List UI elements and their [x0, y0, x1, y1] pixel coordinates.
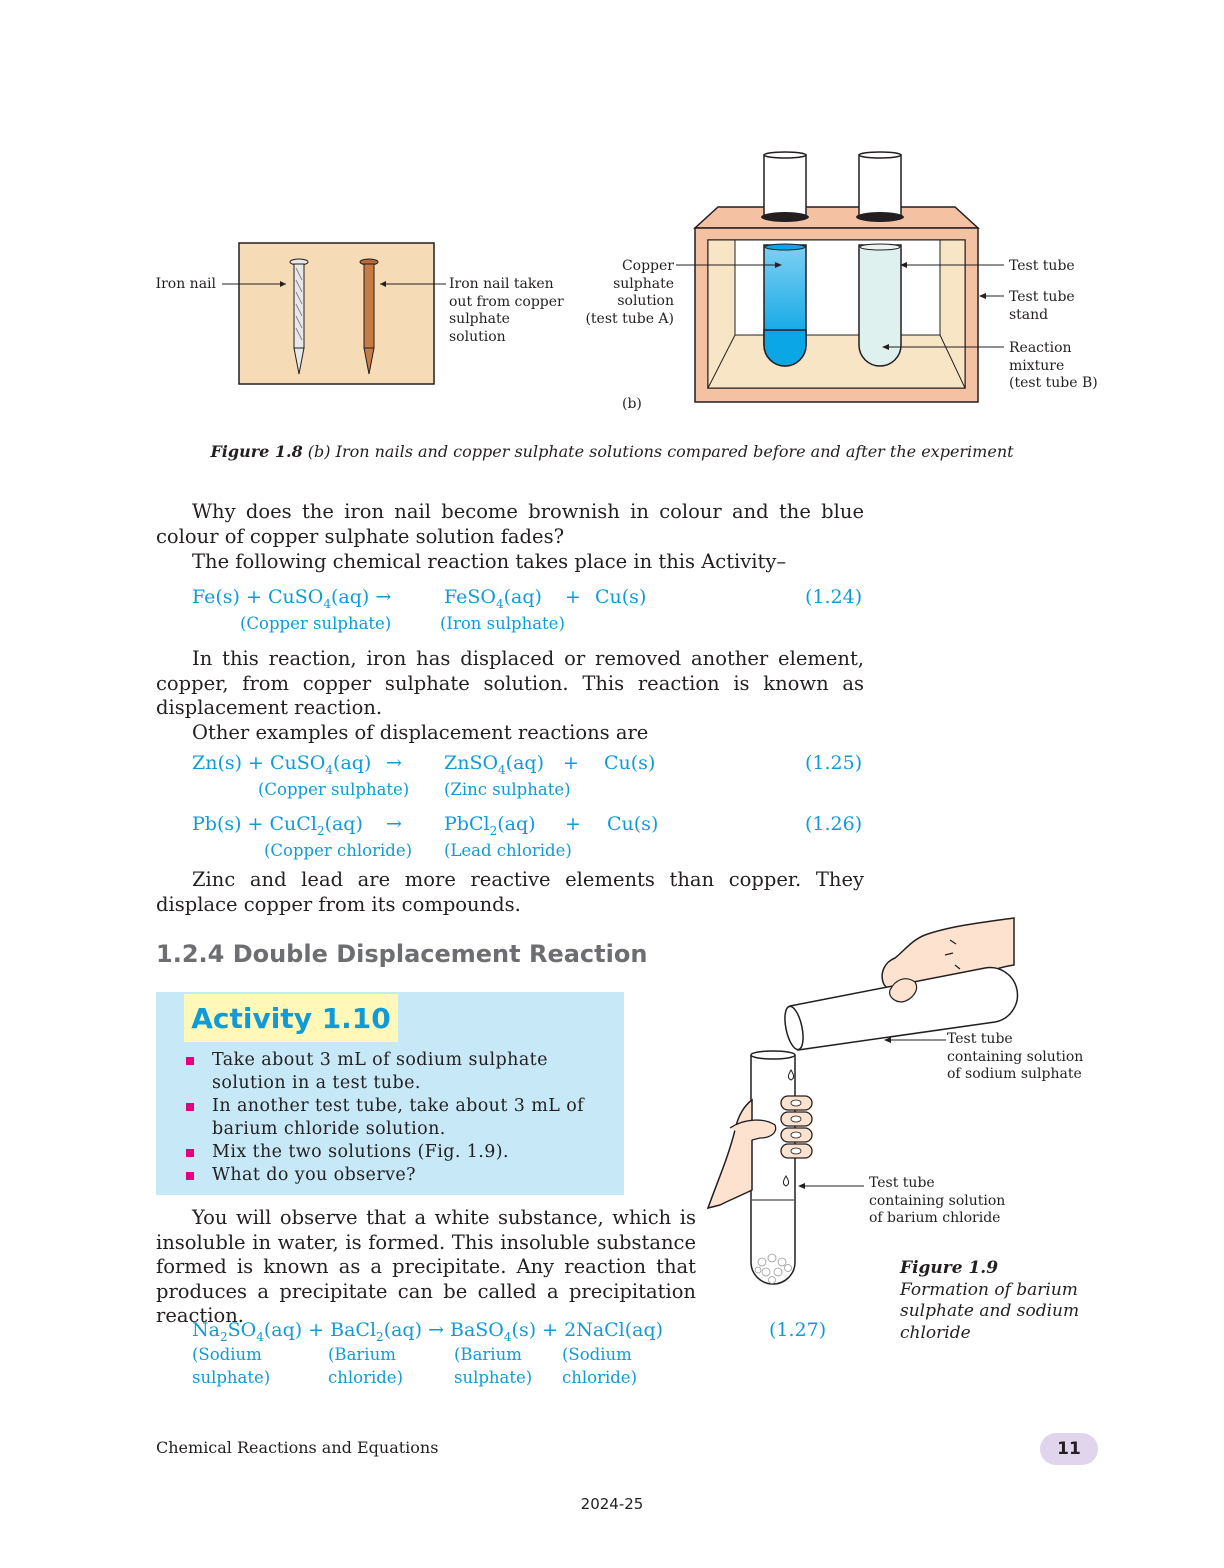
- equation-1-26-product-1: PbCl2(aq): [444, 813, 536, 838]
- figure-1-9-caption: Figure 1.9 Formation of barium sulphate …: [900, 1258, 1080, 1343]
- section-heading: 1.2.4 Double Displacement Reaction: [156, 940, 648, 968]
- equation-1-24-name-iron-sulphate: (Iron sulphate): [440, 614, 565, 633]
- nails-panel: [238, 242, 435, 385]
- label-copper-sulphate-solution: Copper sulphate solution (test tube A): [585, 258, 674, 327]
- activity-step-1: Take about 3 mL of sodium sulphate solut…: [212, 1050, 548, 1093]
- equation-1-25-product-1: ZnSO4(aq): [444, 752, 544, 777]
- activity-step-2: In another test tube, take about 3 mL of…: [212, 1096, 585, 1139]
- equation-1-26-plus: +: [565, 813, 581, 835]
- paragraph-other-examples: Other examples of displacement reactions…: [192, 721, 649, 744]
- equation-1-26-arrow: →: [386, 813, 402, 835]
- bullet-4-icon: [186, 1172, 194, 1180]
- bullet-1-icon: [186, 1057, 194, 1065]
- panel-label-b: (b): [622, 396, 642, 412]
- iron-nails-illustration: [222, 242, 446, 385]
- equation-1-25-reactants: Zn(s) + CuSO4(aq): [192, 752, 372, 777]
- paragraph-reaction-intro: The following chemical reaction takes pl…: [192, 550, 787, 573]
- equation-1-26-name-lead-chloride: (Lead chloride): [444, 841, 572, 860]
- bullet-3-icon: [186, 1149, 194, 1157]
- equation-1-25-name-copper-sulphate: (Copper sulphate): [258, 780, 410, 799]
- label-sodium-sulphate-tube: Test tube containing solution of sodium …: [947, 1031, 1084, 1082]
- equation-1-27: Na2SO4(aq) + BaCl2(aq) → BaSO4(s) + 2NaC…: [192, 1319, 664, 1344]
- label-iron-nail-taken-out: Iron nail taken out from copper sulphate…: [449, 276, 564, 345]
- page-number-badge: 11: [1040, 1433, 1098, 1465]
- figure-1-8-caption: Figure 1.8 (b) Iron nails and copper sul…: [210, 442, 1014, 461]
- activity-step-3: Mix the two solutions (Fig. 1.9).: [212, 1142, 509, 1162]
- barium-chloride-test-tube-icon: [750, 1050, 796, 1285]
- label-reaction-mixture: Reaction mixture (test tube B): [1009, 340, 1098, 391]
- equation-1-25-name-zinc-sulphate: (Zinc sulphate): [444, 780, 571, 799]
- edition-year: 2024-25: [580, 1495, 644, 1513]
- paragraph-question: Why does the iron nail become brownish i…: [156, 500, 864, 548]
- equation-1-26-reactants: Pb(s) + CuCl2(aq): [192, 813, 363, 838]
- equation-1-25-arrow: →: [386, 752, 402, 774]
- equation-1-24-name-copper-sulphate: (Copper sulphate): [240, 614, 392, 633]
- equation-1-25-product-2: Cu(s): [604, 752, 656, 774]
- label-barium-chloride-tube: Test tube containing solution of barium …: [869, 1175, 1006, 1226]
- equation-1-24-product-2: Cu(s): [595, 586, 647, 608]
- equation-1-27-number: (1.27): [769, 1319, 827, 1341]
- label-iron-nail: Iron nail: [155, 276, 216, 292]
- equation-1-27-name-sodium-chloride: (Sodium chloride): [562, 1345, 638, 1387]
- iron-nail-icon: [289, 258, 309, 375]
- label-test-tube-stand: Test tube stand: [1009, 289, 1075, 323]
- bullet-2-icon: [186, 1103, 194, 1111]
- equation-1-27-name-barium-chloride: (Barium chloride): [328, 1345, 404, 1387]
- precipitate-icon: [754, 1253, 792, 1284]
- equation-1-24-number: (1.24): [805, 586, 863, 608]
- test-tube-stand-illustration: [676, 151, 1004, 403]
- equation-1-26-name-copper-chloride: (Copper chloride): [264, 841, 413, 860]
- paragraph-displacement: In this reaction, iron has displaced or …: [156, 647, 864, 719]
- equation-1-25-number: (1.25): [805, 752, 863, 774]
- activity-title: Activity 1.10: [184, 994, 398, 1042]
- equation-1-24-reactants: Fe(s) + CuSO4(aq) →: [192, 586, 392, 611]
- equation-1-26-number: (1.26): [805, 813, 863, 835]
- equation-1-26-product-2: Cu(s): [607, 813, 659, 835]
- paragraph-precipitate: You will observe that a white substance,…: [156, 1206, 696, 1327]
- equation-1-27-name-sodium-sulphate: (Sodium sulphate): [192, 1345, 271, 1387]
- lower-hand-icon: [706, 1098, 753, 1210]
- activity-step-4: What do you observe?: [212, 1165, 416, 1185]
- test-tube-a-icon: [763, 243, 807, 367]
- test-tube-b-icon: [858, 243, 902, 367]
- label-test-tube: Test tube: [1009, 258, 1075, 274]
- equation-1-24-product-1: FeSO4(aq): [444, 586, 542, 611]
- equation-1-24-plus: +: [565, 586, 581, 608]
- equation-1-25-plus: +: [563, 752, 579, 774]
- paragraph-reactivity: Zinc and lead are more reactive elements…: [156, 868, 864, 916]
- book-title-footer: Chemical Reactions and Equations: [156, 1438, 439, 1457]
- copper-coated-nail-icon: [359, 258, 379, 375]
- equation-1-27-name-barium-sulphate: (Barium sulphate): [454, 1345, 533, 1387]
- sodium-sulphate-test-tube-icon: [784, 966, 1019, 1051]
